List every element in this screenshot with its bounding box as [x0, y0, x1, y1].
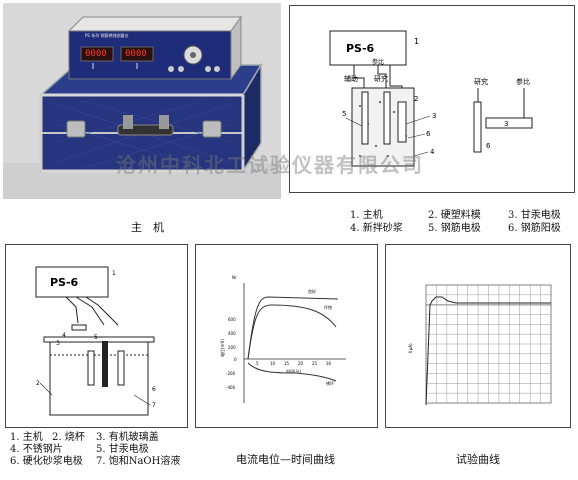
beaker-diagram: PS-6 1 3 4 5 2 6 7 — [35, 266, 156, 416]
legend-item: 6. 硬化砂浆电极 — [10, 456, 83, 467]
tick-y: -200 — [226, 371, 236, 376]
series-label: 锈坏 — [326, 380, 334, 386]
ref-label-top: 参比 — [372, 58, 384, 66]
num-7-bottom: 7 — [152, 402, 156, 409]
legend-item: 2. 烧杯 — [52, 432, 85, 443]
legend-item: 1. 主机 — [350, 210, 383, 221]
test-curve — [425, 296, 551, 406]
legend-item: 3. 有机玻璃盖 — [96, 432, 159, 443]
curve-corroding — [247, 304, 337, 360]
electrode-diagram: PS-6 1 参比 辅助 研究 5 2 3 6 4 研究 参比 — [329, 30, 533, 167]
top-diagram-legend: 1. 主机 2. 硬塑料模 3. 甘汞电极 4. 新拌砂浆 5. 钢筋电极 6.… — [350, 210, 561, 235]
num-6-bottom: 6 — [152, 386, 156, 393]
tick-y: 0 — [234, 357, 237, 362]
tick-x: 10 — [270, 361, 276, 366]
test-chart: I(μA) — [408, 284, 552, 406]
legend-item: 2. 硬塑料模 — [428, 210, 481, 221]
ps6-label-top: PS-6 — [346, 42, 375, 55]
tick-y: 600 — [228, 317, 236, 322]
aux-label: 辅助 — [344, 74, 358, 83]
test-chart-caption: 试验曲线 — [456, 453, 500, 466]
num-4-top: 4 — [430, 148, 435, 156]
tick-x: 5 — [256, 361, 259, 366]
legend-row: 1. 主机 2. 硬塑料模 3. 甘汞电极 — [350, 210, 561, 222]
tiny-label: Nr — [232, 275, 237, 280]
num-3-top: 3 — [432, 112, 436, 120]
display-right: 0000 — [125, 49, 147, 59]
num-5-bottom: 5 — [94, 334, 98, 341]
main-unit-caption: 主 机 — [131, 221, 164, 234]
num-1-bottom: 1 — [112, 270, 116, 277]
num-1-top: 1 — [414, 37, 419, 46]
study-label-right: 研究 — [474, 77, 488, 86]
curve-chart-panel: 600 400 200 0 -200 -400 5 10 15 20 25 30… — [195, 244, 378, 428]
x-axis-label: 时间(分) — [286, 368, 302, 374]
ps6-label-bottom: PS-6 — [50, 276, 79, 289]
company-watermark: 沧州中科北工试验仪器有限公司 — [116, 153, 424, 177]
series-label: 坏蚀 — [324, 304, 332, 310]
tick-x: 25 — [312, 361, 318, 366]
num-2-bottom: 2 — [36, 380, 40, 387]
ref-label-right: 参比 — [516, 77, 530, 86]
tick-x: 20 — [298, 361, 304, 366]
instrument-panel-label: PS 系列 钢筋锈蚀测量仪 — [85, 33, 129, 38]
legend-item: 6. 钢筋阳极 — [508, 223, 561, 234]
legend-row: 6. 硬化砂浆电极 7. 饱和NaOH溶液 — [10, 456, 180, 468]
legend-row: 4. 新拌砂浆 5. 钢筋电极 6. 钢筋阳极 — [350, 223, 561, 235]
main-unit-photo — [3, 3, 281, 199]
test-chart-panel: I(μA) — [385, 244, 571, 428]
legend-item: 5. 钢筋电极 — [428, 223, 481, 234]
tick-x: 15 — [284, 361, 290, 366]
num-3-bottom: 3 — [56, 340, 60, 347]
beaker-diagram-panel: PS-6 1 3 4 5 2 6 7 — [5, 244, 188, 428]
tick-y: 200 — [228, 345, 236, 350]
num-4-bottom: 4 — [62, 332, 66, 339]
num-6-right: 6 — [486, 142, 491, 150]
legend-item: 4. 新拌砂浆 — [350, 223, 403, 234]
legend-item: 1. 主机 — [10, 432, 43, 443]
curve-chart: 600 400 200 0 -200 -400 5 10 15 20 25 30… — [219, 275, 346, 403]
study-label: 研究 — [374, 74, 388, 83]
legend-item: 3. 甘汞电极 — [508, 210, 561, 221]
num-3-right: 3 — [504, 120, 508, 128]
num-2-top: 2 — [414, 95, 418, 103]
series-label: 良好 — [308, 288, 316, 294]
num-6-top: 6 — [426, 130, 431, 138]
legend-item: 4. 不锈钢片 — [10, 444, 63, 455]
legend-row: 1. 主机 2. 烧杯 3. 有机玻璃盖 — [10, 432, 180, 444]
legend-row: 4. 不锈钢片 5. 甘汞电极 — [10, 444, 180, 456]
display-left: 0000 — [85, 49, 107, 59]
tick-x: 30 — [326, 361, 332, 366]
bottom-diagram-legend: 1. 主机 2. 烧杯 3. 有机玻璃盖 4. 不锈钢片 5. 甘汞电极 6. … — [10, 432, 180, 468]
curve-chart-caption: 电流电位—时间曲线 — [236, 453, 335, 466]
legend-item: 7. 饱和NaOH溶液 — [96, 456, 181, 467]
tick-y: -400 — [226, 385, 236, 390]
electrode-diagram-panel: PS-6 1 参比 辅助 研究 5 2 3 6 4 研究 参比 — [289, 5, 575, 193]
y-axis-label: 电位(mV) — [219, 339, 225, 357]
tick-y: 400 — [228, 331, 236, 336]
main-unit-panel: PS 系列 钢筋锈蚀测量仪 0000 0000 — [3, 3, 281, 199]
test-y-label: I(μA) — [408, 343, 413, 353]
num-5-top: 5 — [342, 110, 346, 118]
legend-item: 5. 甘汞电极 — [96, 444, 149, 455]
curve-current — [247, 362, 337, 382]
